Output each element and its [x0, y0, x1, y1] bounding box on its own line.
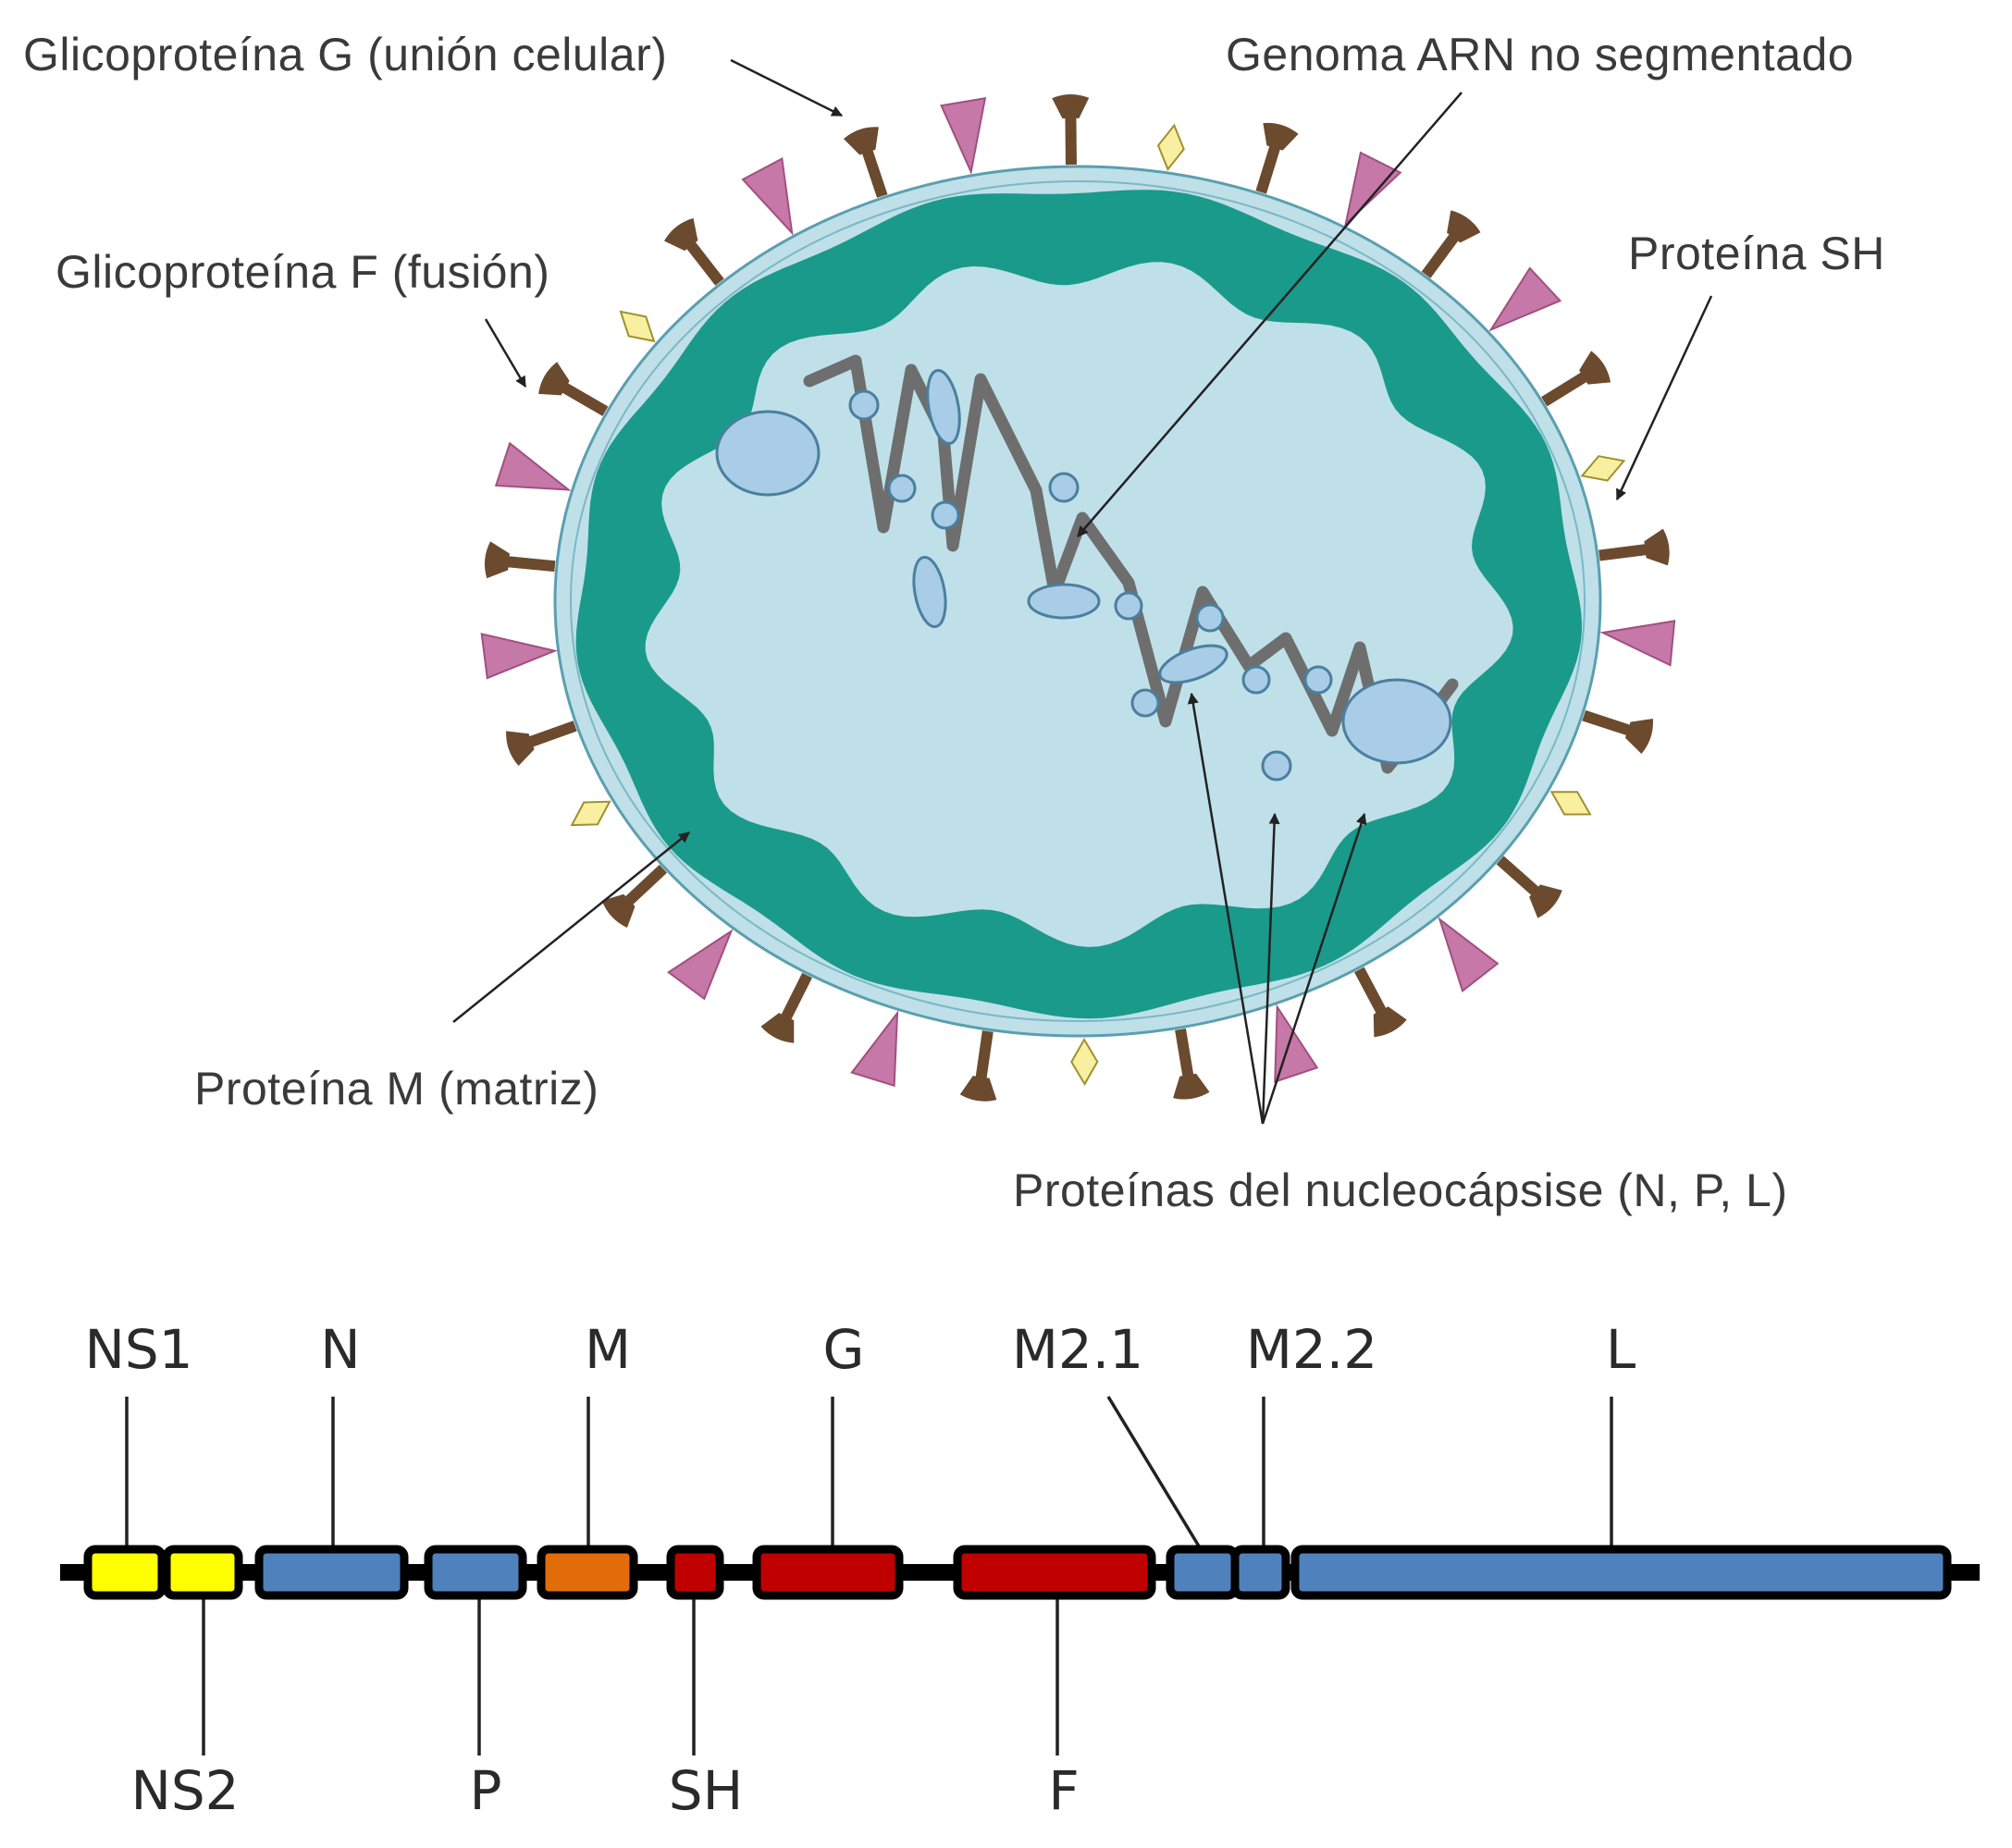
f-glycoprotein [1582, 709, 1653, 755]
label-nucleocapsid: Proteínas del nucleocápsise (N, P, L) [1013, 1164, 1788, 1216]
gene-label-m: M [584, 1318, 632, 1381]
nucleocapsid-protein [912, 555, 947, 629]
g-glycoprotein [1344, 151, 1402, 227]
gene-box-n [254, 1545, 409, 1600]
gene-box-m22 [1230, 1545, 1290, 1600]
f-glycoprotein [1052, 94, 1090, 166]
g-glycoprotein [494, 441, 572, 491]
label-glycoprotein-f: Glicoproteína F (fusión) [56, 246, 550, 298]
gene-box-p [424, 1545, 527, 1600]
nucleocapsid-proteins [715, 369, 1452, 782]
nucleocapsid-protein-small [1261, 750, 1292, 782]
g-glycoprotein [1599, 620, 1676, 667]
pointer-nucleocapsid [1187, 692, 1265, 1125]
rna-genome [803, 354, 1459, 774]
sh-protein [1549, 791, 1592, 816]
pointer-protein-sh [1615, 295, 1713, 501]
gene-connector-m21 [1106, 1396, 1203, 1550]
f-glycoprotein [1173, 1028, 1210, 1100]
gene-label-m21: M2.1 [1011, 1318, 1144, 1381]
nucleocapsid-protein-small [1130, 688, 1160, 718]
pointer-nucleocapsid [1261, 812, 1367, 1125]
nucleocapsid-protein-small [1303, 665, 1333, 695]
f-glycoprotein [760, 972, 812, 1043]
pointer-glycoprotein-f [484, 318, 527, 388]
g-glycoprotein [850, 1010, 899, 1088]
g-glycoprotein [1274, 1004, 1319, 1083]
gene-box-g [752, 1545, 904, 1600]
gene-label-l: L [1605, 1318, 1636, 1381]
label-glycoprotein-g: Glicoproteína G (unión celular) [23, 29, 668, 80]
f-glycoprotein [959, 1030, 997, 1102]
sh-protein [1580, 455, 1626, 482]
f-glycoprotein [538, 362, 609, 416]
g-glycoprotein [1488, 266, 1562, 332]
gene-boxes [83, 1545, 1952, 1600]
f-glycoprotein [1354, 967, 1407, 1038]
gene-box-ns2 [162, 1545, 243, 1600]
pointer-glycoprotein-g [730, 58, 844, 117]
gene-label-sh: SH [668, 1759, 744, 1822]
gene-box-ns1 [83, 1545, 167, 1600]
f-glycoprotein [601, 864, 668, 928]
sh-protein [1156, 123, 1185, 172]
gene-label-ns1: NS1 [84, 1318, 193, 1381]
pointer-protein-m [452, 832, 690, 1023]
nucleocapsid-protein-large [1341, 678, 1452, 765]
f-glycoprotein [1421, 210, 1481, 278]
gene-label-n: N [320, 1318, 361, 1381]
gene-label-ns2: NS2 [130, 1759, 240, 1822]
label-pointers [452, 58, 1713, 1125]
nucleocapsid-protein-small [848, 389, 880, 421]
f-glycoprotein [1255, 122, 1299, 194]
f-glycoprotein [663, 217, 724, 286]
gene-label-f: F [1048, 1759, 1080, 1822]
pointer-genome [1077, 92, 1463, 537]
f-glycoprotein [843, 127, 888, 198]
gene-box-m21 [1166, 1545, 1240, 1600]
pointer-nucleocapsid [1261, 812, 1280, 1125]
nucleocapsid-protein [926, 369, 961, 445]
g-glycoprotein [741, 157, 794, 236]
nucleocapsid-protein-small [1048, 472, 1080, 503]
envelope-inner-line [570, 180, 1586, 1022]
sh-protein [619, 310, 656, 343]
gene-label-p: P [469, 1759, 502, 1822]
label-protein-m: Proteína M (matriz) [194, 1063, 599, 1115]
surface-glycoproteins [480, 94, 1676, 1102]
g-glycoprotein [1438, 917, 1500, 992]
g-glycoprotein [480, 633, 558, 680]
nucleocapsid-protein-small [1241, 665, 1271, 695]
nucleocapsid-protein-small [887, 474, 917, 503]
genome-map [60, 1396, 1980, 1756]
gene-box-m [537, 1545, 638, 1600]
f-glycoprotein [1496, 856, 1562, 918]
gene-box-l [1290, 1545, 1952, 1600]
gene-label-m22: M2.2 [1245, 1318, 1378, 1381]
virion-particle [480, 94, 1676, 1102]
nucleocapsid-protein-small [1114, 591, 1143, 621]
nucleocapsid-protein-small [1195, 603, 1225, 633]
gene-box-sh [666, 1545, 724, 1600]
nucleocapsid-protein-small [931, 500, 960, 530]
f-glycoprotein [484, 541, 556, 579]
nucleocapsid-protein [1158, 644, 1228, 684]
nucleocapsid-protein-large [715, 410, 821, 497]
sh-protein [1070, 1038, 1099, 1086]
f-glycoprotein [506, 721, 577, 766]
nucleocapsid-protein [1027, 583, 1101, 620]
sh-protein [570, 800, 611, 827]
label-genome: Genoma ARN no segmentado [1226, 29, 1855, 80]
f-glycoprotein [1541, 351, 1611, 407]
label-protein-sh: Proteína SH [1628, 228, 1885, 279]
f-glycoprotein [1598, 528, 1670, 566]
gene-connector-lines [125, 1396, 1613, 1756]
gene-box-f [953, 1545, 1156, 1600]
g-glycoprotein [666, 929, 734, 1001]
g-glycoprotein [940, 97, 987, 176]
gene-label-g: G [822, 1318, 865, 1381]
